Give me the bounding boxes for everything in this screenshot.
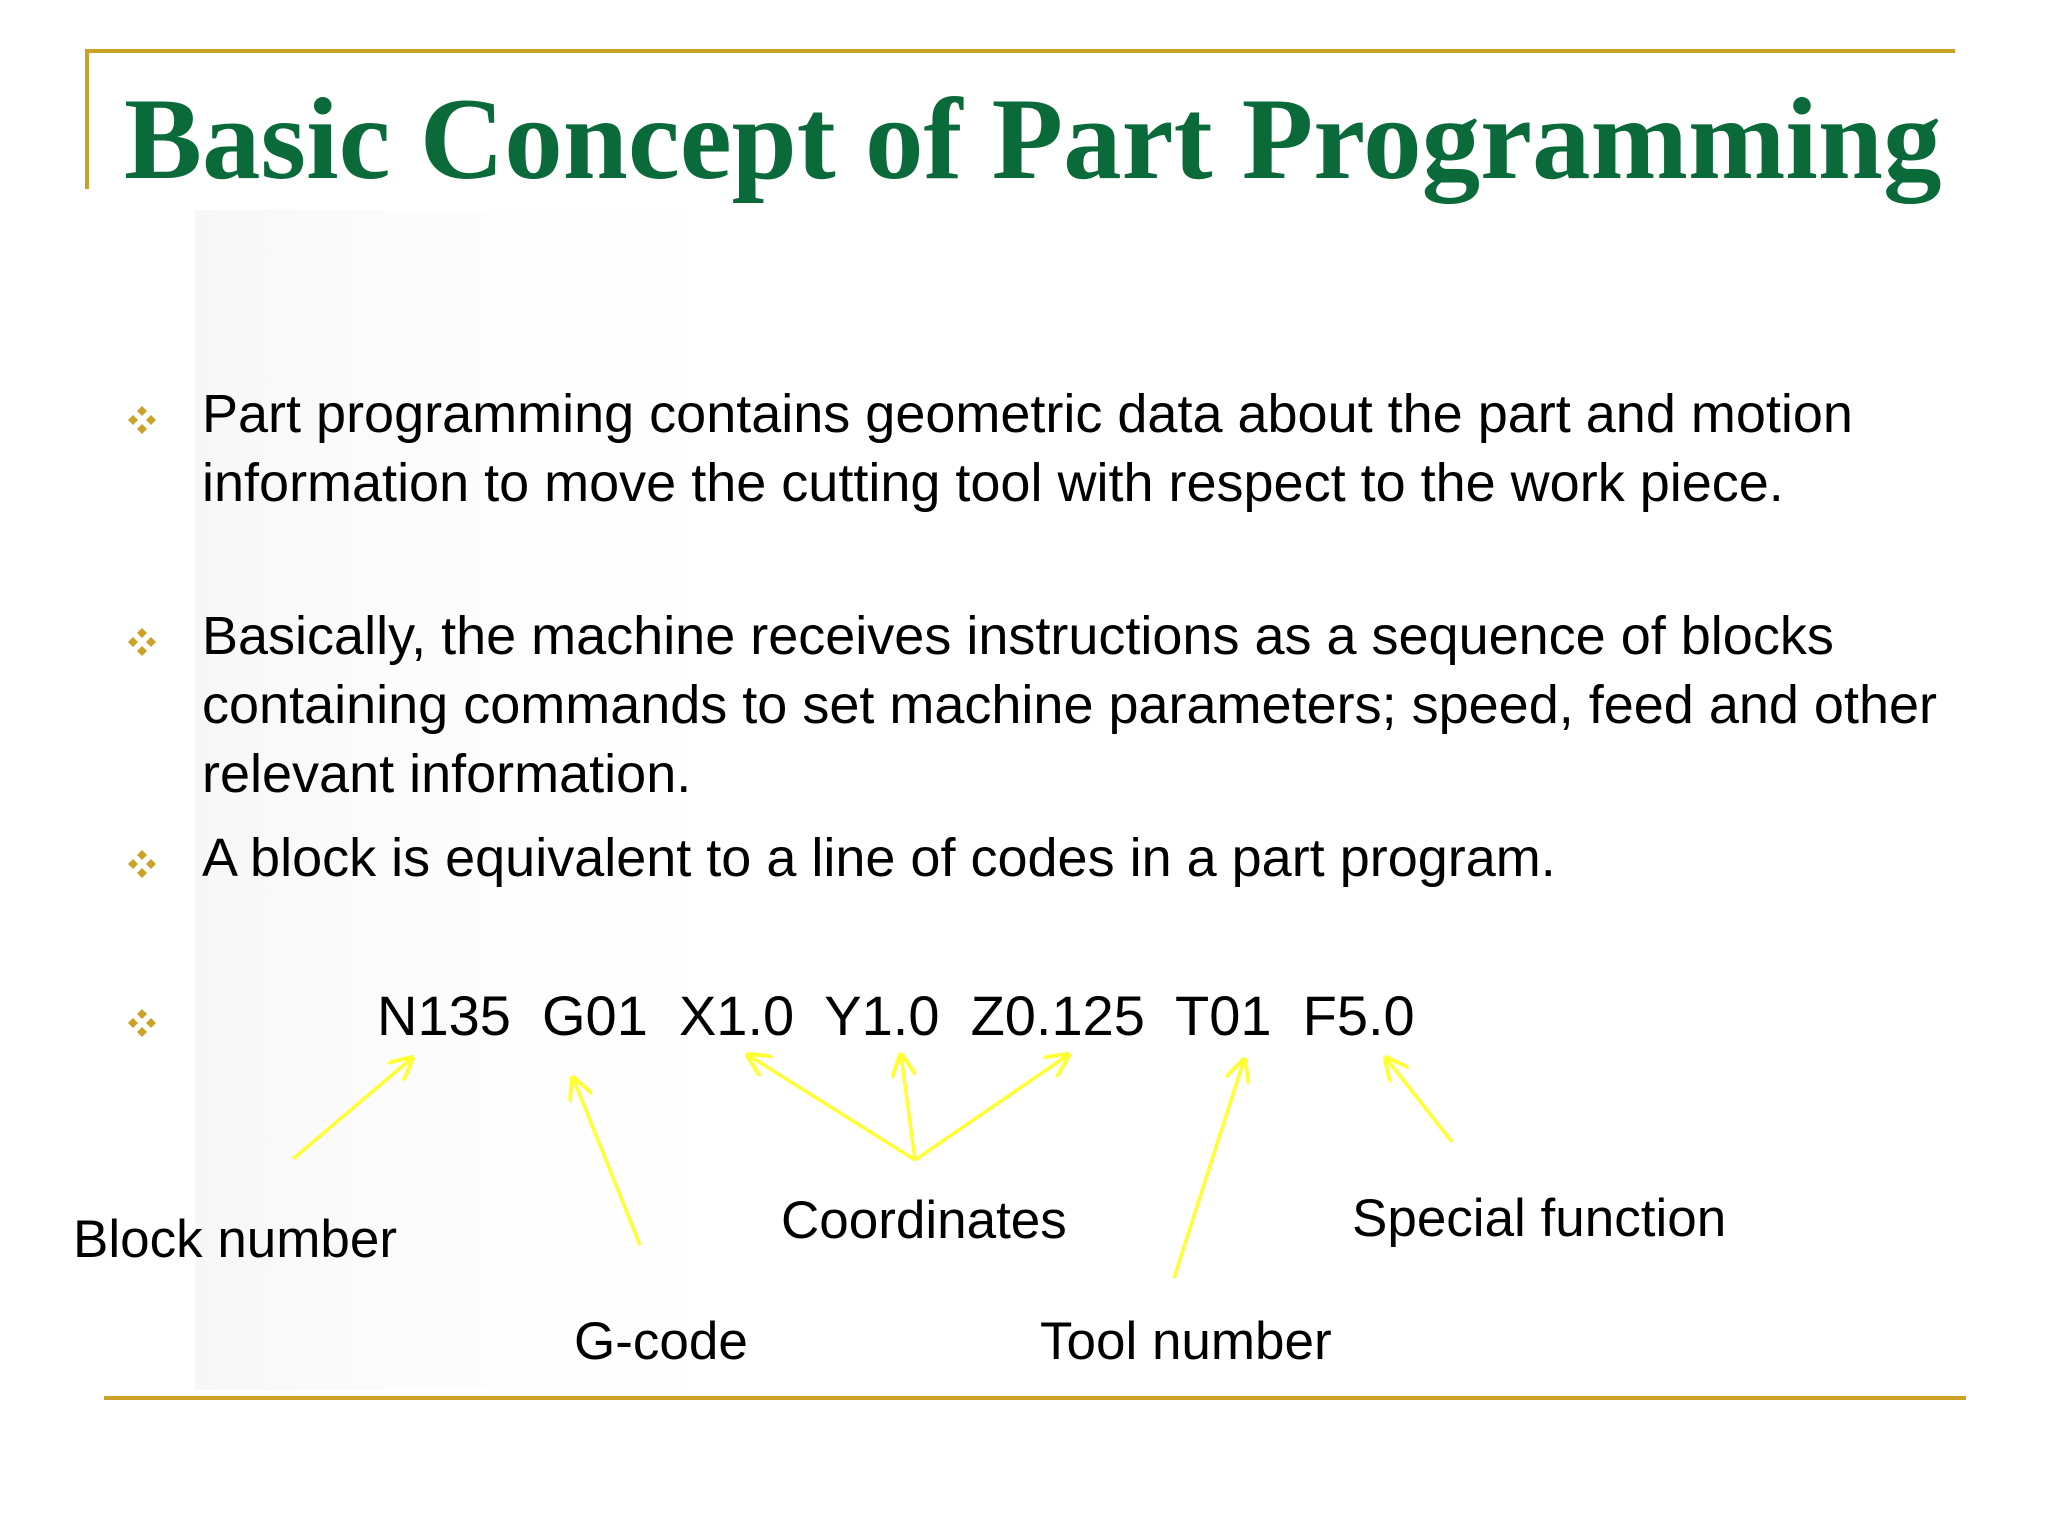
bullet-text-2: Basically, the machine receives instruct…	[202, 606, 1938, 804]
label-tool-number: Tool number	[1040, 1312, 1332, 1371]
diamond-bullet-icon	[128, 628, 156, 656]
content-background	[195, 210, 1975, 1390]
diamond-bullet-icon	[128, 1009, 156, 1037]
label-block-number: Block number	[73, 1210, 398, 1269]
diamond-bullet-icon	[128, 406, 156, 434]
top-rule	[85, 49, 1955, 53]
nc-code-block: N135 G01 X1.0 Y1.0 Z0.125 T01 F5.0	[377, 984, 1415, 1047]
diamond-bullet-icon	[128, 850, 156, 878]
bullet-text-1: Part programming contains geometric data…	[202, 384, 1853, 513]
label-coordinates: Coordinates	[781, 1191, 1067, 1250]
bottom-rule	[104, 1396, 1966, 1400]
label-special-function: Special function	[1352, 1189, 1727, 1248]
bullet-text-3: A block is equivalent to a line of codes…	[202, 828, 1556, 888]
label-g-code: G-code	[574, 1312, 748, 1371]
left-rule	[85, 49, 89, 189]
slide-title: Basic Concept of Part Programming	[124, 75, 1942, 204]
